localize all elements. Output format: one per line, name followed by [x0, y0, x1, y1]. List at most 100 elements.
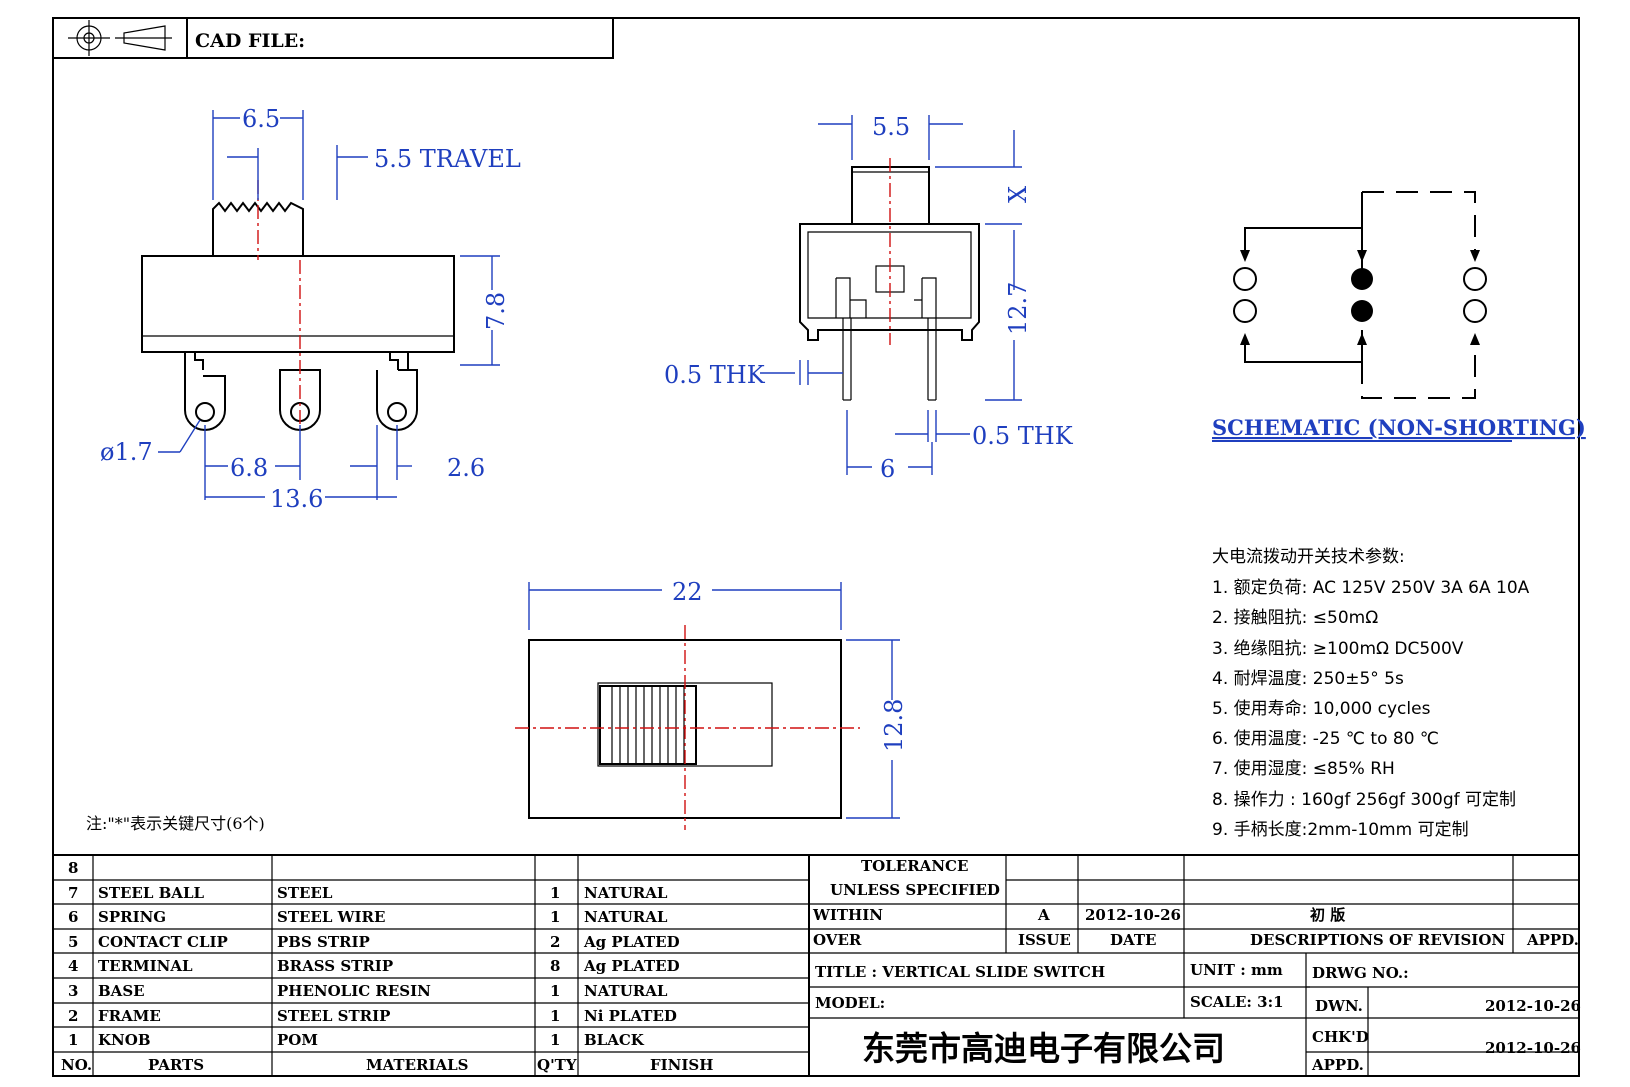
model-label: MODEL:	[815, 994, 885, 1012]
front-view: 5.5 X 12.7 0.5 THK 0.5 THK 6	[664, 113, 1074, 483]
tolerance-label: TOLERANCE	[861, 857, 968, 875]
bom-header-finish: FINISH	[650, 1056, 713, 1074]
schematic-caption: SCHEMATIC (NON-SHORTING)	[1212, 415, 1586, 440]
bom-part: SPRING	[98, 908, 166, 926]
bom-header-qty: Q'TY	[537, 1056, 577, 1074]
descriptions-header: DESCRIPTIONS OF REVISION	[1250, 931, 1505, 949]
issue-value: A	[1037, 906, 1050, 924]
dim-knob-width: 6.5	[242, 105, 280, 133]
spec-item: 7. 使用湿度: ≤85% RH	[1212, 758, 1395, 779]
dim-pitch: 6.8	[230, 454, 268, 482]
bom-row: 7 STEEL BALL STEEL 1 NATURAL	[68, 884, 668, 902]
projection-symbol-icon	[68, 20, 172, 56]
over-label: OVER	[813, 931, 862, 949]
unless-specified-label: UNLESS SPECIFIED	[830, 881, 1000, 899]
spec-item: 8. 操作力 : 160gf 256gf 300gf 可定制	[1212, 790, 1516, 810]
dim-width: 12.8	[880, 699, 908, 752]
dim-thk-right: 0.5 THK	[972, 422, 1074, 450]
date-value: 2012-10-26	[1085, 906, 1181, 924]
bom-material: STEEL STRIP	[277, 1007, 390, 1025]
bom-row: 3 BASE PHENOLIC RESIN 1 NATURAL	[68, 982, 668, 1000]
dim-height-front: 12.7	[1004, 282, 1032, 335]
bom-material: STEEL	[277, 884, 333, 902]
bom-part: STEEL BALL	[98, 884, 204, 902]
dim-length: 22	[672, 578, 703, 606]
dim-x: X	[1004, 186, 1032, 203]
spec-item: 9. 手柄长度:2mm-10mm 可定制	[1212, 820, 1469, 840]
key-dimension-note: 注:"*"表示关键尺寸(6个)	[86, 814, 265, 833]
bom-row: 5 CONTACT CLIP PBS STRIP 2 Ag PLATED	[68, 933, 680, 951]
spec-item: 6. 使用温度: -25 ℃ to 80 ℃	[1212, 728, 1439, 749]
spec-item: 3. 绝缘阻抗: ≥100mΩ DC500V	[1212, 639, 1464, 659]
bom-header-no: NO.	[61, 1056, 92, 1074]
side-view: 6.5 5.5 TRAVEL 7.8 ø1.7 6.8 2.6 13.6	[100, 105, 521, 513]
drawing-number-label: DRWG NO.:	[1312, 964, 1409, 982]
bom-row: 1 KNOB POM 1 BLACK	[68, 1031, 645, 1049]
spec-item: 1. 额定负荷: AC 125V 250V 3A 6A 10A	[1212, 578, 1530, 598]
bom-qty: 2	[550, 933, 560, 951]
dwn-label: DWN.	[1315, 997, 1363, 1015]
bom-material: PBS STRIP	[277, 933, 370, 951]
appd-label: APPD.	[1311, 1056, 1364, 1074]
header-block: CAD FILE:	[52, 17, 614, 59]
spec-list: 大电流拨动开关技术参数: 1. 额定负荷: AC 125V 250V 3A 6A…	[1212, 547, 1530, 840]
bom-no: 6	[68, 908, 78, 926]
chkd-label: CHK'D	[1312, 1028, 1369, 1046]
dim-knob-front: 5.5	[872, 113, 910, 141]
bom-finish: NATURAL	[584, 884, 668, 902]
bom-finish: NATURAL	[584, 982, 668, 1000]
bom-header-parts: PARTS	[148, 1056, 204, 1074]
bom-no: 1	[68, 1031, 78, 1049]
dim-pin-spacing: 6	[880, 455, 895, 483]
bom-finish: Ag PLATED	[583, 933, 680, 951]
bom-qty: 1	[550, 1007, 560, 1025]
bom-qty: 1	[550, 1031, 560, 1049]
within-label: WITHIN	[812, 906, 883, 924]
bom-finish: Ag PLATED	[583, 957, 680, 975]
bom-finish: Ni PLATED	[584, 1007, 677, 1025]
bom-header-row: NO. PARTS MATERIALS Q'TY FINISH	[61, 1056, 713, 1074]
scale-label: SCALE: 3:1	[1190, 993, 1284, 1011]
appd-header: APPD.	[1526, 931, 1579, 949]
cad-file-label: CAD FILE:	[195, 30, 305, 52]
bom-finish: BLACK	[584, 1031, 645, 1049]
unit-label: UNIT : mm	[1190, 961, 1283, 979]
bom-row: 2 FRAME STEEL STRIP 1 Ni PLATED	[68, 1007, 677, 1025]
bom-finish: NATURAL	[584, 908, 668, 926]
drawing-title: TITLE : VERTICAL SLIDE SWITCH	[815, 963, 1105, 981]
bom-material: STEEL WIRE	[277, 908, 385, 926]
spec-item: 4. 耐焊温度: 250±5° 5s	[1212, 669, 1404, 689]
spec-item: 5. 使用寿命: 10,000 cycles	[1212, 698, 1431, 719]
bom-no: 4	[68, 957, 78, 975]
dim-travel: 5.5 TRAVEL	[374, 145, 521, 173]
bom-part: KNOB	[98, 1031, 151, 1049]
bom-no: 3	[68, 982, 78, 1000]
bom-table: 8 7 STEEL BALL STEEL 1 NATURAL 6 SPRING …	[52, 854, 810, 1077]
bom-no: 7	[68, 884, 78, 902]
bom-row: 4 TERMINAL BRASS STRIP 8 Ag PLATED	[68, 957, 680, 975]
dim-total: 13.6	[270, 485, 323, 513]
bom-material: POM	[277, 1031, 318, 1049]
revision-value: 初 版	[1310, 906, 1345, 924]
bom-part: FRAME	[98, 1007, 161, 1025]
title-block: TOLERANCE UNLESS SPECIFIED WITHIN OVER A…	[808, 854, 1581, 1077]
dim-end: 2.6	[447, 454, 485, 482]
bom-qty: 1	[550, 884, 560, 902]
bom-qty: 1	[550, 982, 560, 1000]
bom-part: TERMINAL	[98, 957, 193, 975]
issue-header: ISSUE	[1018, 931, 1071, 949]
bom-qty: 1	[550, 908, 560, 926]
bom-no: 2	[68, 1007, 78, 1025]
bom-row: 6 SPRING STEEL WIRE 1 NATURAL	[68, 908, 668, 926]
chkd-date: 2012-10-26	[1485, 1039, 1581, 1057]
bom-row: 8	[68, 859, 78, 877]
top-view: 22 12.8	[515, 578, 908, 830]
schematic-diagram: SCHEMATIC (NON-SHORTING)	[1212, 191, 1586, 442]
spec-item: 2. 接触阻抗: ≤50mΩ	[1212, 608, 1378, 628]
bom-part: CONTACT CLIP	[98, 933, 228, 951]
bom-no: 5	[68, 933, 78, 951]
dim-height-side: 7.8	[482, 292, 510, 330]
company-name: 东莞市高迪电子有限公司	[862, 1029, 1225, 1068]
spec-title: 大电流拨动开关技术参数:	[1212, 547, 1405, 567]
